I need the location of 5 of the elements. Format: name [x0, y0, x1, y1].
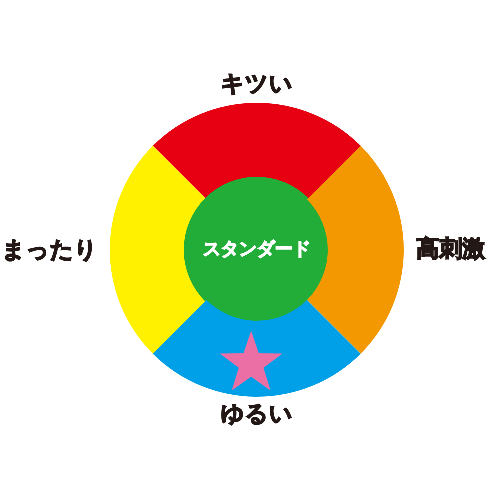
segment-label: キツい: [221, 72, 293, 98]
segment-label: 高刺激: [416, 237, 486, 263]
center-label: スタンダード: [203, 240, 311, 260]
segment-label: まったり: [2, 238, 98, 264]
segment-label: ゆるい: [221, 402, 293, 428]
